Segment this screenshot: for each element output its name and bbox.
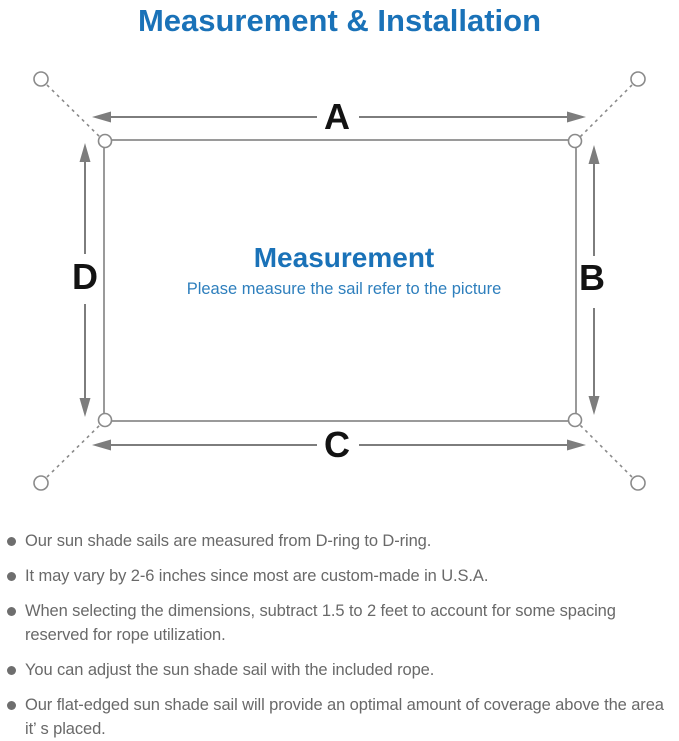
note-item: When selecting the dimensions, subtract … [7,600,677,648]
notes-list: Our sun shade sails are measured from D-… [0,520,679,741]
bullet-icon [7,571,16,581]
d-ring-icon-bottom-left [97,412,113,428]
d-ring-icon-bottom-right [567,412,583,428]
note-text: It may vary by 2-6 inches since most are… [25,566,489,585]
note-text: When selecting the dimensions, subtract … [25,601,616,644]
note-text: Our sun shade sails are measured from D-… [25,532,432,550]
dimension-arrow-c [92,439,586,451]
bullet-icon [7,665,16,675]
note-text: Our flat-edged sun shade sail will provi… [25,695,664,738]
note-item: You can adjust the sun shade sail with t… [7,659,677,683]
diagram-heading: Measurement [253,242,435,273]
dimension-label-b: B [579,257,605,298]
d-ring-icon-top-right [567,133,583,149]
diagram-graphic [33,71,646,491]
d-ring-icon-top-left [97,133,113,149]
bullet-icon [7,606,16,616]
anchor-point-circle-top-left [33,71,49,87]
sail-outline [103,139,577,422]
rope-dashed-line-bottom-left [46,421,104,478]
dimension-label-a: A [324,96,350,137]
dimension-label-d: D [72,256,98,297]
note-item: Our sun shade sails are measured from D-… [7,530,677,554]
dimension-arrow-d [79,143,91,417]
rope-dashed-line-top-right [576,84,633,141]
dimension-arrow-b [588,145,600,415]
measurement-diagram: A B C D Measurement Please measure the s… [0,60,679,520]
rope-dashed-line-top-left [46,84,104,141]
bullet-icon [7,700,16,710]
anchor-point-circle-bottom-right [630,475,646,491]
dimension-label-c: C [324,424,350,465]
page-title: Measurement & Installation [137,3,542,38]
anchor-point-circle-bottom-left [33,475,49,491]
note-text: You can adjust the sun shade sail with t… [25,660,435,679]
dimension-arrow-a [92,111,586,123]
diagram-subheading: Please measure the sail refer to the pic… [186,280,502,299]
diagram-caption: Measurement Please measure the sail refe… [187,242,502,300]
note-item: Our flat-edged sun shade sail will provi… [7,694,677,741]
anchor-point-circle-top-right [630,71,646,87]
note-item: It may vary by 2-6 inches since most are… [7,565,677,589]
bullet-icon [7,537,16,546]
rope-dashed-line-bottom-right [576,421,633,478]
